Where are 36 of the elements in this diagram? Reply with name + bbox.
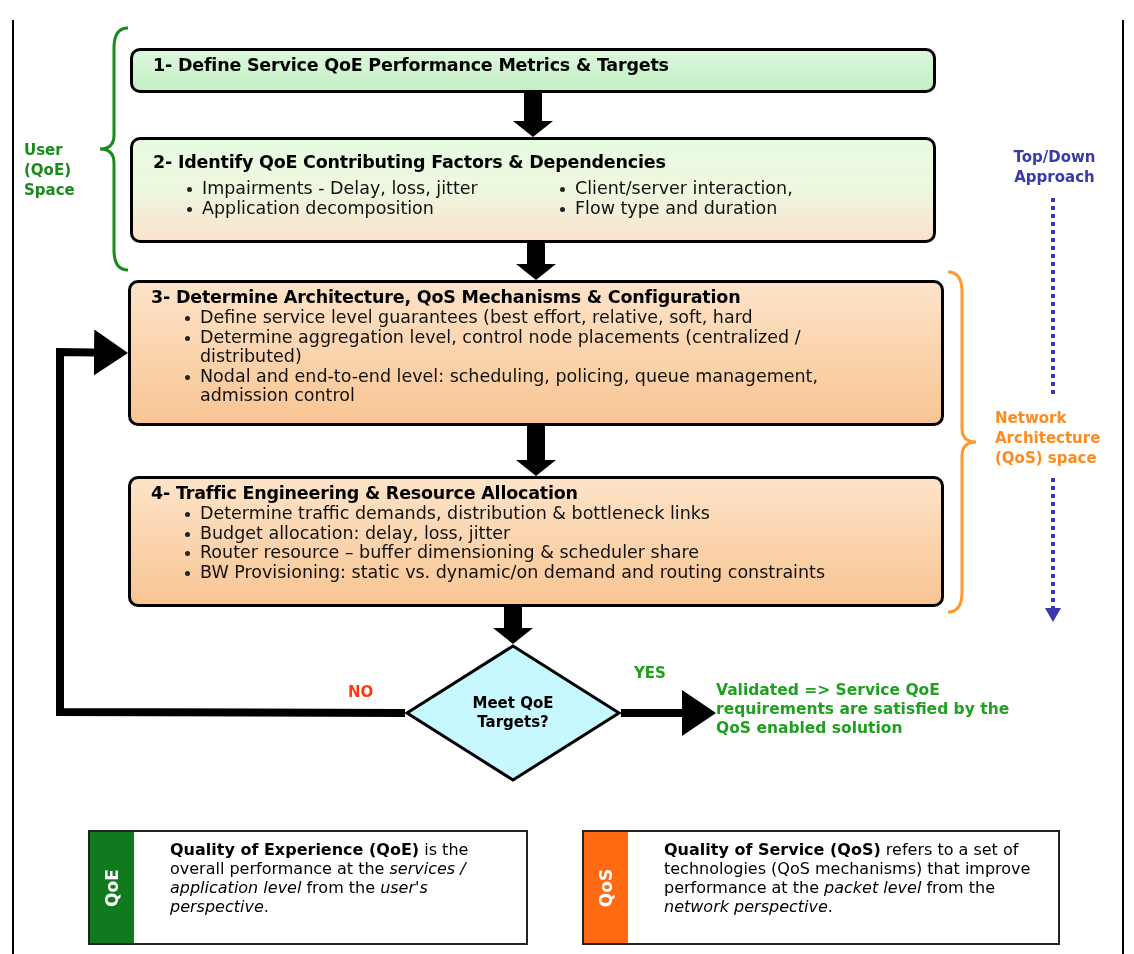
definition-text: Quality of Service (QoS) refers to a set of technologies (QoS mechanisms) that improve performance at the packet level from the network perspective. bbox=[663, 839, 1032, 918]
arrow bbox=[56, 329, 405, 717]
bullet-item: Application decomposition bbox=[202, 198, 434, 218]
arrow bbox=[621, 690, 716, 736]
bullet-item: Determine aggregation level, control node placements (centralized / distributed) bbox=[200, 327, 802, 367]
step-title: 2- Identify QoE Contributing Factors & Dependencies bbox=[153, 152, 667, 173]
process-box bbox=[128, 476, 944, 607]
bullet-item: Budget allocation: delay, loss, jitter bbox=[200, 523, 511, 543]
block-arrow bbox=[513, 93, 553, 137]
definition-text: Quality of Experience (QoE) is the overall performance at the services / application level from the user's perspective. bbox=[169, 839, 470, 918]
region-label: User (QoE) Space bbox=[24, 140, 76, 200]
bullet-item: Flow type and duration bbox=[575, 198, 778, 218]
bullet-item: Client/server interaction, bbox=[575, 179, 793, 199]
process-box bbox=[130, 137, 936, 243]
region-label: Network Architecture (QoS) space bbox=[995, 408, 1102, 468]
process-box bbox=[128, 280, 944, 426]
bullet-item: Impairments - Delay, loss, jitter bbox=[202, 179, 478, 199]
block-arrow bbox=[516, 243, 556, 280]
tab-label: QoE bbox=[102, 868, 122, 907]
decision-text: Meet QoE Targets? bbox=[471, 694, 555, 732]
bullet-item: Nodal and end-to-end level: scheduling, policing, queue management, admission control bbox=[200, 366, 819, 406]
bullet-item: Determine traffic demands, distribution & bottleneck links bbox=[200, 504, 710, 524]
tab-label: QoS bbox=[596, 868, 616, 907]
bullet-item: BW Provisioning: static vs. dynamic/on demand and routing constraints bbox=[200, 562, 826, 582]
definition-card bbox=[88, 830, 528, 945]
step-title: 4- Traffic Engineering & Resource Allocation bbox=[151, 483, 579, 504]
block-arrow bbox=[493, 607, 533, 644]
process-box bbox=[130, 48, 936, 93]
definition-card bbox=[582, 830, 1060, 945]
bullet-item: Define service level guarantees (best effort, relative, soft, hard bbox=[200, 308, 753, 328]
region-label: Top/Down Approach bbox=[1012, 147, 1097, 187]
bullet-item: Router resource – buffer dimensioning & scheduler share bbox=[200, 543, 700, 563]
block-arrow bbox=[516, 426, 556, 476]
result-note: Validated => Service QoE requirements are satisfied by the QoS enabled solution bbox=[716, 681, 1011, 738]
step-title: 1- Define Service QoE Performance Metrics & Targets bbox=[153, 55, 670, 76]
step-title: 3- Determine Architecture, QoS Mechanisms & Configuration bbox=[151, 287, 742, 308]
